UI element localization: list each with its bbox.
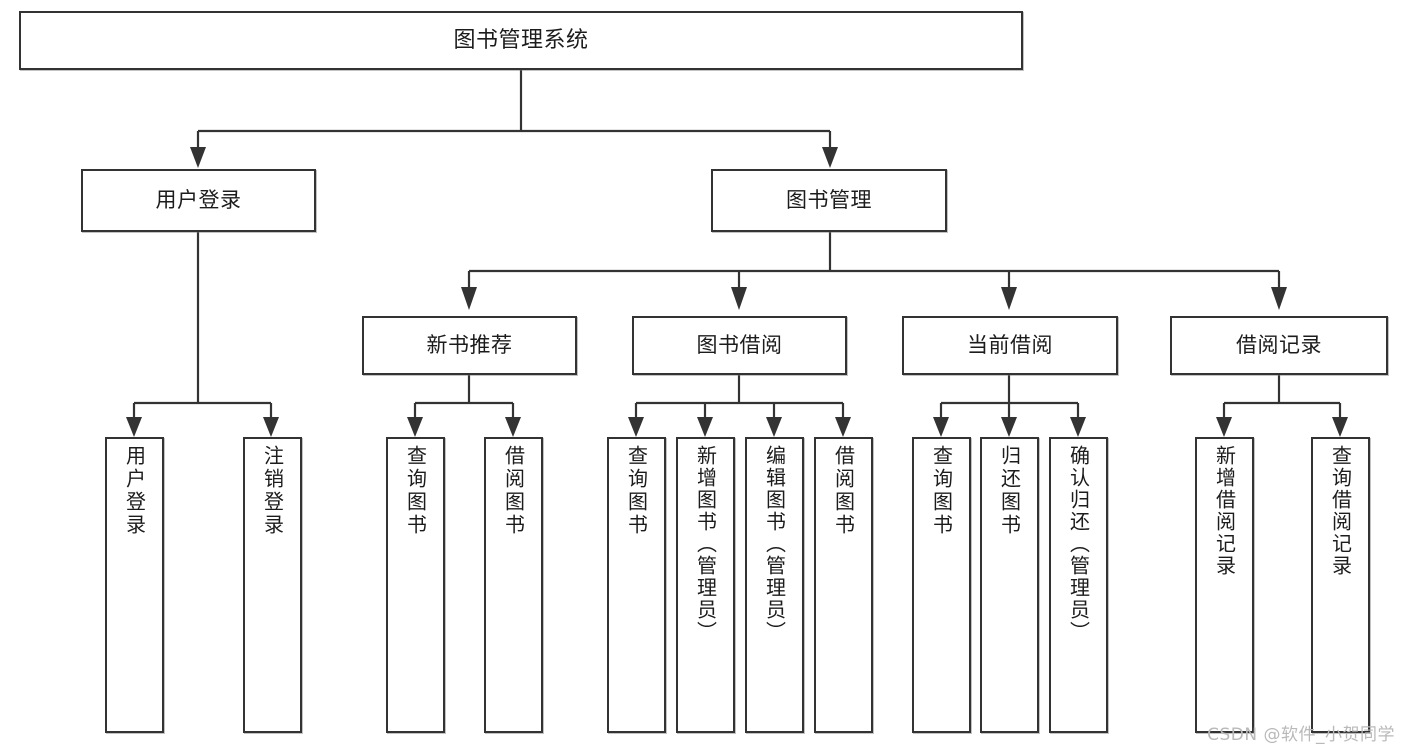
arrowhead-leaf-add-record: [1216, 417, 1232, 437]
node-label: 查询图书: [624, 445, 649, 537]
arrowhead-user-login: [190, 147, 206, 168]
node-book-management[interactable]: 图书管理: [711, 169, 947, 232]
node-label: 新增借阅记录: [1212, 445, 1237, 577]
node-label: 新增图书（管理员）: [693, 445, 718, 643]
node-root-system[interactable]: 图书管理系统: [19, 11, 1023, 70]
node-leaf-borrow-book-2[interactable]: 借阅图书: [814, 437, 873, 733]
arrowhead-leaf-confirm-return: [1070, 417, 1086, 437]
node-label: 注销登录: [260, 445, 285, 537]
node-leaf-add-record[interactable]: 新增借阅记录: [1195, 437, 1254, 733]
node-leaf-logout-login[interactable]: 注销登录: [243, 437, 302, 733]
arrowhead-leaf-add-book: [697, 417, 713, 437]
arrowhead-leaf-query-book-1: [407, 417, 423, 437]
node-leaf-add-book[interactable]: 新增图书（管理员）: [676, 437, 735, 733]
arrowhead-leaf-query-record: [1332, 417, 1348, 437]
arrowhead-new-book-recommend: [461, 287, 477, 310]
node-label: 借阅图书: [831, 445, 856, 537]
node-label: 查询图书: [403, 445, 428, 537]
node-leaf-user-login[interactable]: 用户登录: [105, 437, 164, 733]
node-label: 图书借阅: [696, 333, 783, 358]
arrowhead-leaf-query-book-3: [933, 417, 949, 437]
node-label: 图书管理: [786, 188, 872, 213]
arrowhead-leaf-query-book-2: [628, 417, 644, 437]
arrowhead-leaf-return-book: [1001, 417, 1017, 437]
arrowhead-book-management: [822, 147, 838, 168]
arrowhead-current-borrow: [1001, 287, 1017, 310]
node-label: 借阅图书: [501, 445, 526, 537]
node-label: 新书推荐: [426, 333, 513, 358]
node-label: 查询借阅记录: [1328, 445, 1353, 577]
node-label: 图书管理系统: [453, 27, 589, 53]
node-current-borrow[interactable]: 当前借阅: [902, 316, 1118, 375]
arrowhead-leaf-logout-login: [263, 417, 279, 437]
arrowhead-borrow-record: [1271, 287, 1287, 310]
node-leaf-confirm-return[interactable]: 确认归还（管理员）: [1049, 437, 1108, 733]
node-label: 用户登录: [155, 188, 242, 213]
arrowhead-book-borrow: [731, 287, 747, 310]
node-leaf-return-book[interactable]: 归还图书: [980, 437, 1039, 733]
node-label: 确认归还（管理员）: [1066, 445, 1091, 643]
node-leaf-borrow-book-1[interactable]: 借阅图书: [484, 437, 543, 733]
arrowhead-leaf-edit-book: [766, 417, 782, 437]
node-borrow-record[interactable]: 借阅记录: [1170, 316, 1388, 375]
arrowhead-leaf-borrow-book-2: [835, 417, 851, 437]
node-leaf-query-book-2[interactable]: 查询图书: [607, 437, 666, 733]
node-book-borrow[interactable]: 图书借阅: [632, 316, 847, 375]
node-label: 查询图书: [929, 445, 954, 537]
node-label: 归还图书: [997, 445, 1022, 537]
node-leaf-query-record[interactable]: 查询借阅记录: [1311, 437, 1370, 733]
node-leaf-query-book-3[interactable]: 查询图书: [912, 437, 971, 733]
watermark-text: CSDN @软件_小贺同学: [1207, 725, 1395, 745]
node-new-book-recommend[interactable]: 新书推荐: [362, 316, 577, 375]
node-leaf-edit-book[interactable]: 编辑图书（管理员）: [745, 437, 804, 733]
node-label: 用户登录: [122, 445, 147, 537]
node-user-login[interactable]: 用户登录: [81, 169, 316, 232]
node-label: 编辑图书（管理员）: [762, 445, 787, 643]
node-label: 当前借阅: [967, 333, 1053, 358]
node-leaf-query-book-1[interactable]: 查询图书: [386, 437, 445, 733]
arrowhead-leaf-borrow-book-1: [505, 417, 521, 437]
node-label: 借阅记录: [1236, 333, 1322, 358]
arrowhead-leaf-user-login: [126, 417, 142, 437]
